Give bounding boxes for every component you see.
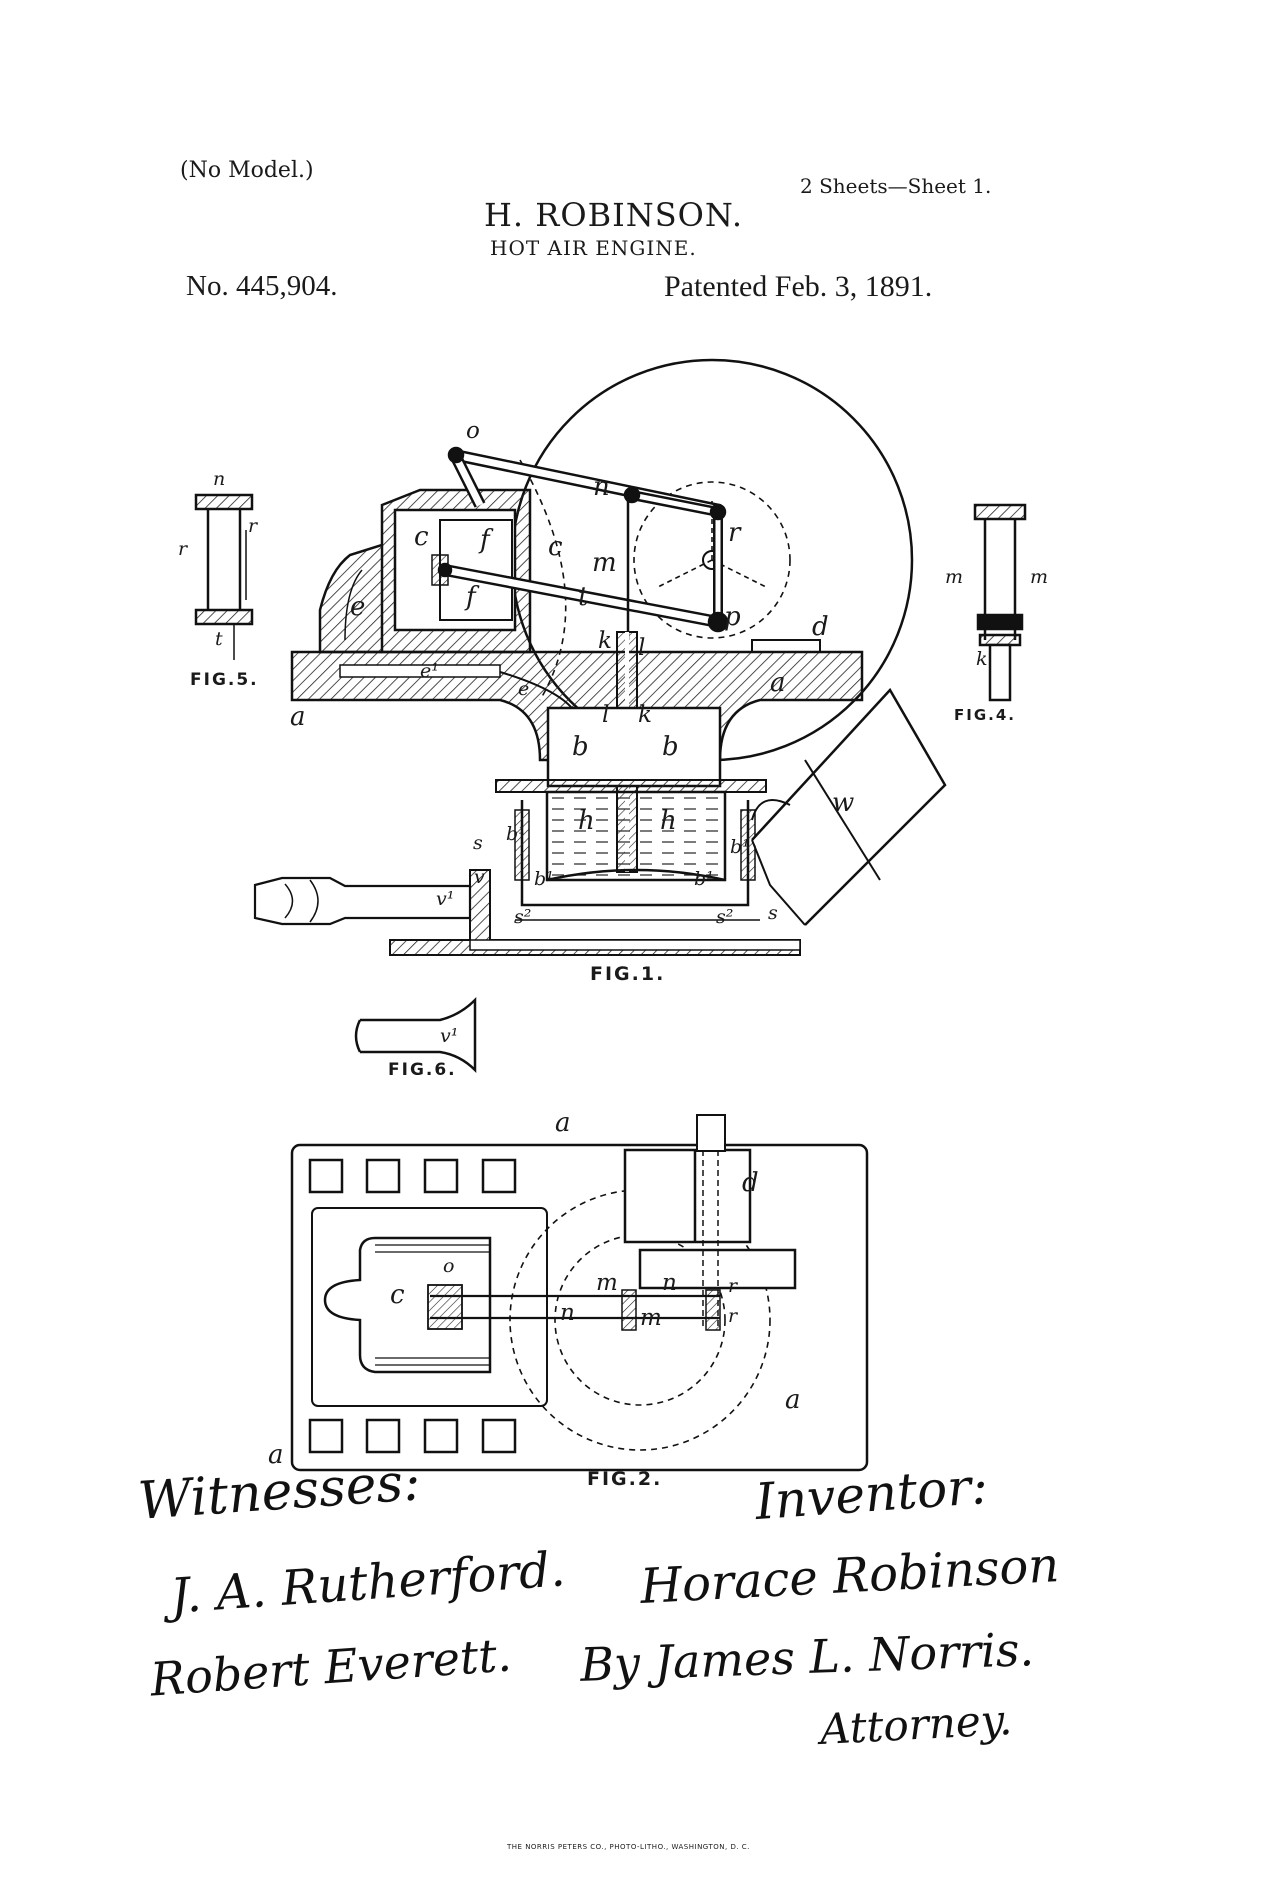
figure-1-caption: FIG.1.	[590, 963, 666, 985]
fig2-label: m	[640, 1305, 662, 1331]
fig5-label: r	[248, 515, 258, 537]
fig1-label: l	[602, 702, 610, 728]
fig2-drawing	[290, 1114, 869, 1472]
attorney-heading: Attorney.	[818, 1695, 1014, 1754]
fig1-label: e	[518, 678, 530, 700]
fig1-label: d	[812, 612, 829, 642]
fig1-label: f	[466, 582, 476, 612]
crank-disc	[633, 481, 791, 639]
fig1-label: n	[593, 472, 610, 502]
fig4-label: m	[945, 566, 964, 588]
fig2-label: m	[596, 1270, 618, 1296]
invention-title: HOT AIR ENGINE.	[490, 236, 697, 260]
fig1-label: s²	[514, 906, 532, 928]
figure-5-caption: FIG.5.	[190, 670, 259, 690]
fig6-drawing	[354, 996, 477, 1074]
fig5-label: n	[213, 468, 226, 490]
fig1-label: v¹	[436, 888, 455, 910]
figure-6-caption: FIG.6.	[388, 1060, 457, 1080]
fig1-label: f	[480, 525, 490, 555]
fig1-label: b¹	[534, 868, 554, 890]
fig6-label: v¹	[440, 1025, 459, 1047]
fig5-label: r	[178, 538, 188, 560]
printer-imprint: THE NORRIS PETERS CO., PHOTO-LITHO., WAS…	[507, 1843, 750, 1851]
fig2-label: n	[662, 1270, 677, 1296]
fig1-label: p	[724, 602, 741, 632]
fig1-label: k	[638, 702, 652, 728]
fig1-label: t	[578, 582, 589, 612]
fig1-label: o	[466, 418, 480, 444]
fig4-label: m	[1030, 566, 1049, 588]
fig1-label: e	[350, 592, 366, 622]
fig2-label: a	[268, 1440, 284, 1470]
fig1-label: h	[660, 806, 677, 836]
inventor-name: H. ROBINSON.	[484, 196, 744, 234]
fig1-label: v	[474, 866, 485, 888]
fig4-label: k	[976, 648, 988, 670]
fig1-label: c	[548, 532, 563, 562]
patent-date: Patented Feb. 3, 1891.	[664, 270, 933, 303]
fig2-label: o	[443, 1255, 455, 1277]
fig1-label: s	[768, 902, 778, 924]
fig1-label: e¹	[420, 660, 439, 682]
fig1-label: w	[832, 788, 855, 818]
fig1-label: b¹	[694, 868, 714, 890]
fig2-label: a	[555, 1108, 571, 1138]
fig2-label: r	[728, 1305, 738, 1327]
fig1-label: b¹	[730, 836, 750, 858]
patent-number: No. 445,904.	[186, 270, 338, 302]
fig1-label: a	[770, 668, 786, 698]
figure-2-caption: FIG.2.	[587, 1468, 663, 1490]
water-tank	[545, 790, 727, 882]
sheet-count: 2 Sheets—Sheet 1.	[800, 174, 992, 198]
fig1-label: b	[572, 732, 589, 762]
fig1-label: k	[598, 628, 612, 654]
fig2-label: c	[390, 1280, 405, 1310]
fig1-label: l	[638, 635, 646, 661]
fig5-drawing	[194, 493, 254, 660]
fig2-label: n	[560, 1300, 575, 1326]
model-note: (No Model.)	[180, 158, 314, 183]
fig2-label: d	[742, 1168, 759, 1198]
fig1-drawing	[253, 358, 947, 956]
fig1-label: h	[578, 806, 595, 836]
fig1-label: s	[473, 832, 483, 854]
fig1-label: c	[414, 522, 429, 552]
fig1-label: m	[592, 548, 617, 578]
base-plan	[290, 1143, 869, 1472]
fig1-label: a	[290, 702, 306, 732]
fig1-label: s²	[716, 906, 734, 928]
fig1-label: b	[662, 732, 679, 762]
fig2-label: r	[728, 1275, 738, 1297]
fig4-drawing	[973, 503, 1027, 702]
fig5-label: t	[215, 628, 223, 650]
fig2-label: a	[785, 1385, 801, 1415]
fig1-label: r	[728, 518, 741, 548]
fig1-label: b¹	[506, 823, 526, 845]
figure-4-caption: FIG.4.	[954, 706, 1016, 724]
